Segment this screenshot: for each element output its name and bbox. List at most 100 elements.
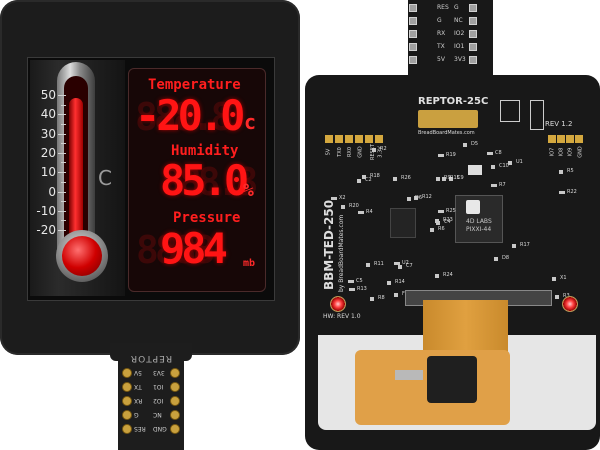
scale-label: 30 [40,126,56,141]
flex-pin-label: NC [153,411,162,418]
component-designator: R4 [366,209,373,215]
header-pin-label: 3V3 [454,56,466,63]
flex-pin-label: RX [134,397,143,404]
flex-pin-pad [122,410,132,420]
mounting-hole-right [562,296,578,312]
smd-part [349,288,355,291]
header-pin-label: 5V [437,56,445,63]
pressure-ghost-digits: 8888 [136,228,215,272]
flex-pin-pad [170,382,180,392]
scale-label: 0 [48,184,56,199]
side-pin-pad [365,135,373,143]
component-designator: X2 [339,195,346,201]
smd-part [366,263,370,267]
smd-part [508,161,512,165]
smd-part [555,295,559,299]
component-designator: R9 [444,175,451,181]
smd-part [387,281,391,285]
scale-tick [58,210,66,212]
component-designator: D6 [415,195,423,201]
reptor-label: REPTOR-25C [418,96,489,107]
flex-pin-label: IO2 [153,397,164,404]
component-designator: R23 [443,217,453,223]
smd-part [394,262,400,265]
smd-part [552,277,556,281]
scale-label: 50 [40,88,56,102]
side-pin-pad [548,135,556,143]
header-pin-label: TX [437,43,445,50]
scale-label: 40 [40,107,56,122]
smd-part [438,154,444,157]
side-pin-pad [575,135,583,143]
header-pin [409,30,417,38]
header-pin-label: RX [437,30,446,37]
component-designator: C9 [457,175,464,181]
flex-pin-pad [170,368,180,378]
scale-minor-tick [61,104,66,106]
brand-url: BreadBoardMates.com [418,130,475,136]
component-designator: R24 [443,272,453,278]
thermometer-bulb [62,236,102,276]
component-designator: R15 [450,175,460,181]
scale-tick [58,133,66,135]
flex-pin-label: GND [153,425,167,432]
flex-pin-pad [170,424,180,434]
side-pin-pad [345,135,353,143]
scale-label: 20 [40,145,56,160]
scale-tick [58,172,66,174]
smd-part [430,228,434,232]
side-pin-pad [557,135,565,143]
header-pin [469,56,477,64]
component-designator: R26 [401,175,411,181]
header-pin [469,17,477,25]
smd-part [370,297,374,301]
pressure-value: 984 [160,224,228,273]
smd-part [348,280,354,283]
4dlabs-logo-icon [466,200,480,214]
scale-tick [58,95,66,96]
smd-part [491,165,495,169]
component-designator: R7 [499,182,506,188]
smd-part [559,170,563,174]
smd-part [435,219,439,223]
component-designator: R5 [567,168,574,174]
smd-part [358,211,364,214]
component-designator: R6 [438,226,445,232]
smd-components: C2C4C5C7C8C9C10R2R3R4R5R6R7R8R9R11R12R13… [330,140,590,320]
flex-pin-label: 3V3 [153,369,165,376]
side-pin-pad [325,135,333,143]
header-pin [409,4,417,12]
side-pin-pad [566,135,574,143]
back-header-tab [408,0,493,85]
temperature-ghost-digits: 888.8 [135,95,233,139]
scale-tick [58,230,66,232]
component-designator: R2 [380,146,387,152]
smd-part [491,184,497,187]
header-pin [469,30,477,38]
scale-minor-tick [61,181,66,183]
component-designator: C8 [495,150,502,156]
flex-pin-label: G [134,411,139,418]
component-designator: R13 [357,286,367,292]
humidity-ghost-digits: 888.8 [160,160,258,204]
flex-title: REPTOR [129,353,173,363]
hw-rev-label: HW: REV 1.0 [323,313,361,320]
scale-minor-tick [61,220,66,222]
smd-part [438,210,444,213]
smd-part [487,152,493,155]
flex-pin-label: IO1 [153,383,164,390]
scale-tick [58,114,66,116]
mounting-hole-left [330,296,346,312]
component-designator: R11 [374,261,384,267]
component-designator: R25 [446,208,456,214]
smd-part [407,197,411,201]
header-pin-label: IO1 [454,43,465,50]
smd-part [559,191,565,194]
secondary-ic [390,208,416,238]
rev-label: REV 1.2 [545,120,573,128]
component-designator: R22 [567,189,577,195]
header-pin-label: IO2 [454,30,465,37]
